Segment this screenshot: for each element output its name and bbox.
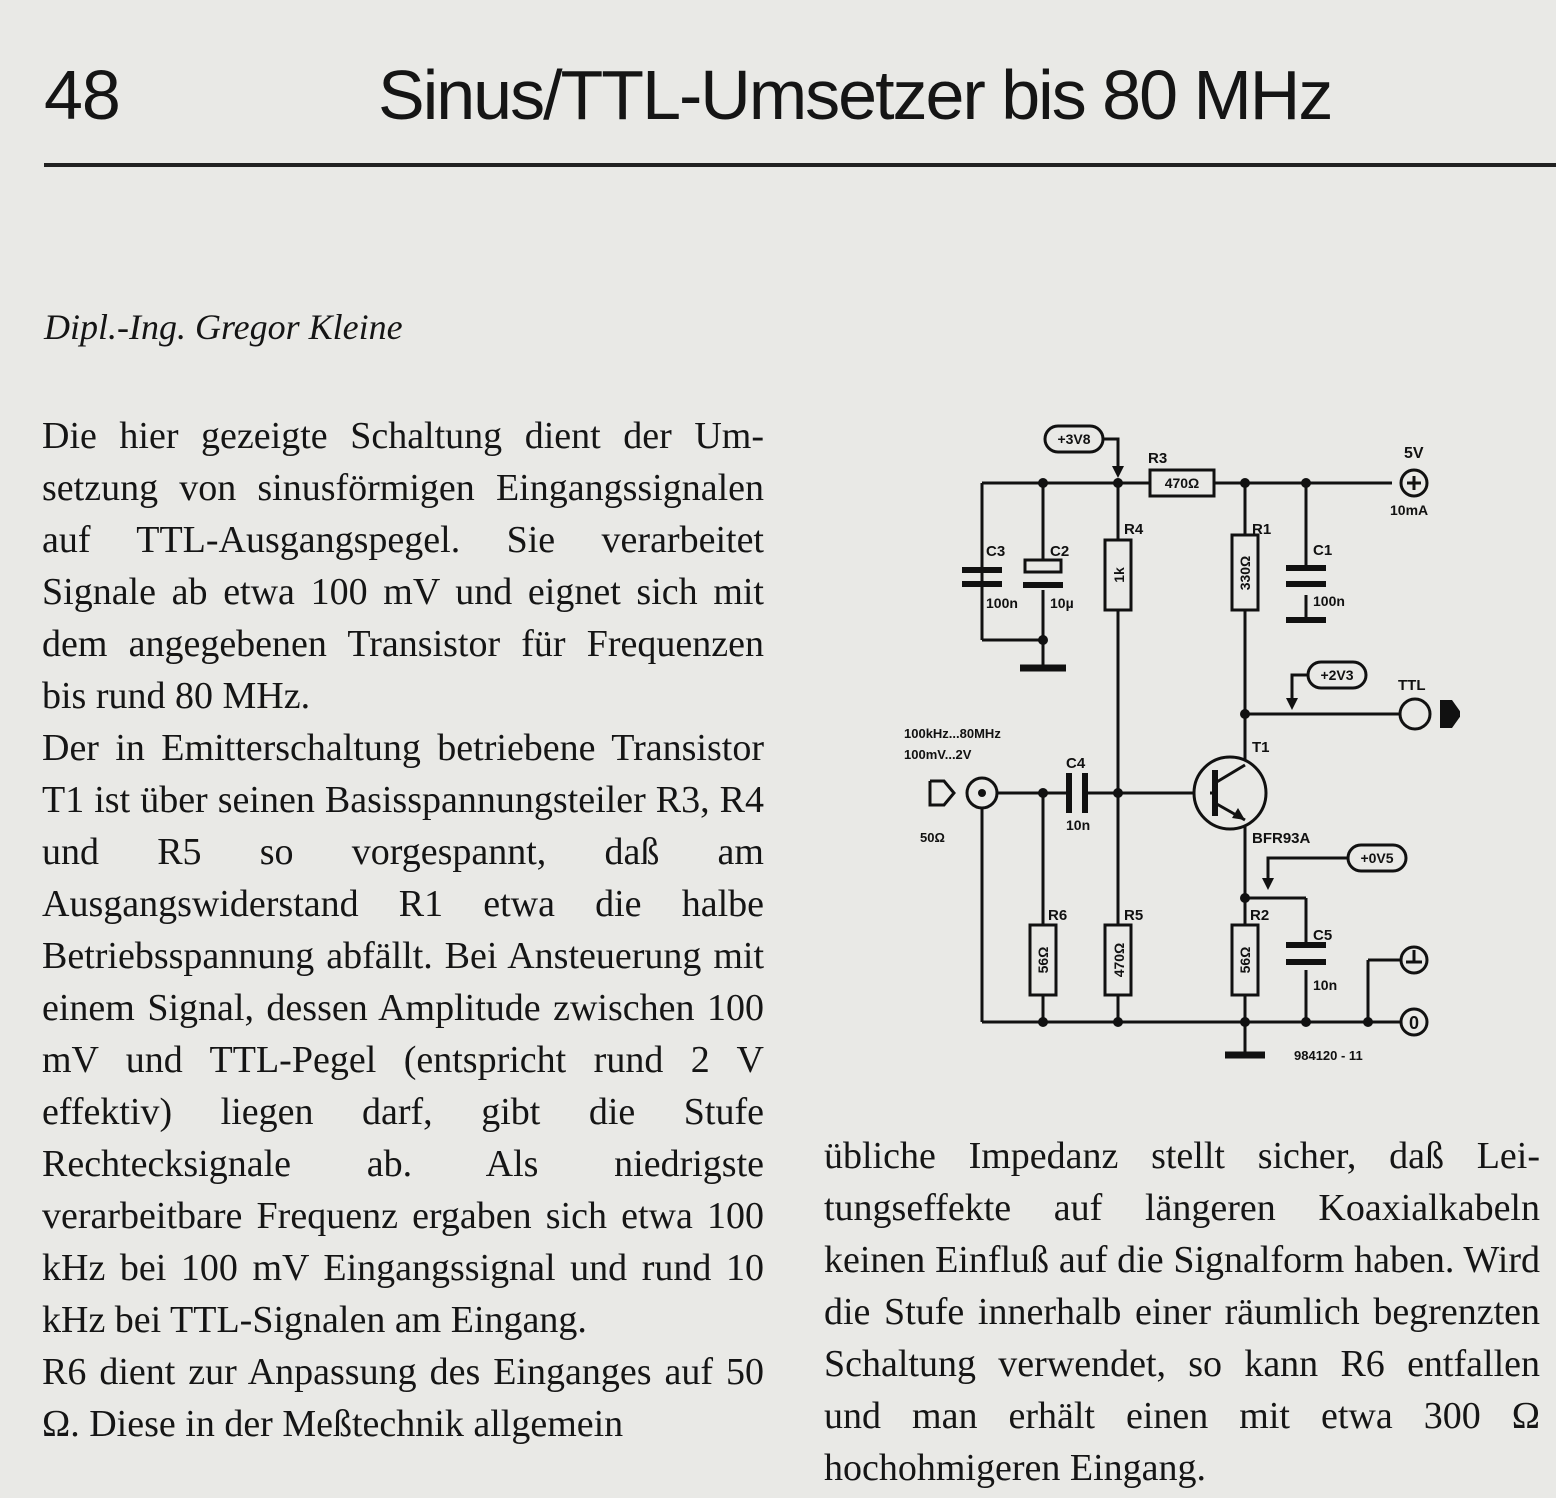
- ground-terminal: 0: [1399, 1007, 1429, 1037]
- capacitor-c4: [1066, 773, 1088, 813]
- body-column-left: Die hier gezeigte Schaltung dient der Um…: [42, 410, 764, 1450]
- c3-value: 100n: [986, 595, 1018, 611]
- resistor-r6: [1028, 923, 1058, 997]
- c1-value: 100n: [1313, 593, 1345, 609]
- t1-label: T1: [1252, 739, 1270, 756]
- page-number: 48: [44, 56, 121, 134]
- tp-2v3-label: +2V3: [1320, 667, 1353, 683]
- r6-value: 56Ω: [1035, 947, 1051, 974]
- header-rule: [44, 163, 1556, 167]
- testpoint-2v3: [1286, 660, 1368, 710]
- earth-terminal: [1399, 945, 1429, 975]
- input-impedance: 50Ω: [920, 830, 945, 845]
- junction-dots: [1038, 478, 1373, 1027]
- capacitor-c1: [1286, 565, 1326, 587]
- c5-value: 10n: [1313, 977, 1337, 993]
- resistor-r3: [1148, 468, 1216, 498]
- tp-3v8-label: +3V8: [1057, 431, 1090, 447]
- capacitor-c2: [1023, 558, 1063, 588]
- paragraph: Die hier gezeigte Schaltung dient der Um…: [42, 415, 764, 717]
- t1-type: BFR93A: [1252, 830, 1311, 847]
- supply-voltage: 5V: [1404, 445, 1424, 462]
- resistor-r1: [1230, 533, 1260, 612]
- c2-label: C2: [1050, 543, 1069, 560]
- c4-label: C4: [1066, 755, 1086, 772]
- body-column-right: übliche Impedanz stellt sicher, daß Lei­…: [824, 1130, 1540, 1494]
- r1-label: R1: [1252, 521, 1271, 538]
- resistor-r2: [1230, 923, 1260, 997]
- r5-value: 470Ω: [1111, 943, 1127, 978]
- c2-value: 10µ: [1050, 595, 1074, 611]
- paragraph: R6 dient zur Anpassung des Einganges auf…: [42, 1351, 764, 1445]
- capacitor-c5: [1286, 942, 1326, 965]
- input-connector: [928, 776, 999, 810]
- r4-label: R4: [1124, 521, 1144, 538]
- output-label: TTL: [1398, 677, 1426, 694]
- r5-label: R5: [1124, 907, 1143, 924]
- ttl-output-terminal: [1398, 697, 1460, 731]
- page-title: Sinus/TTL-Umsetzer bis 80 MHz: [378, 56, 1333, 134]
- svg-text:0: 0: [1409, 1013, 1419, 1033]
- r2-label: R2: [1250, 907, 1269, 924]
- figure-number: 984120 - 11: [1294, 1048, 1363, 1063]
- paragraph: übliche Impedanz stellt sicher, daß Lei­…: [824, 1135, 1540, 1489]
- input-level: 100mV...2V: [904, 747, 972, 762]
- tp-0v5-label: +0V5: [1360, 850, 1393, 866]
- r6-label: R6: [1048, 907, 1067, 924]
- transistor-t1: [1192, 755, 1268, 831]
- testpoint-0v5: [1262, 843, 1408, 890]
- r3-label: R3: [1148, 450, 1167, 467]
- author: Dipl.-Ing. Gregor Kleine: [44, 307, 403, 347]
- resistor-r5: [1103, 923, 1133, 997]
- c5-label: C5: [1313, 927, 1332, 944]
- r2-value: 56Ω: [1237, 947, 1253, 974]
- schematic-wires: [980, 481, 1400, 1059]
- input-frequency: 100kHz...80MHz: [904, 726, 1001, 741]
- r1-value: 330Ω: [1237, 556, 1253, 591]
- c4-value: 10n: [1066, 817, 1090, 833]
- resistor-r4: [1103, 538, 1133, 612]
- supply-current: 10mA: [1390, 502, 1428, 518]
- paragraph: Der in Emitterschaltung betriebene Tran­…: [42, 727, 764, 1341]
- r3-value: 470Ω: [1165, 475, 1200, 491]
- c1-label: C1: [1313, 542, 1332, 559]
- circuit-schematic: 0 +3V8 +: [900, 420, 1460, 1080]
- supply-terminal: [1399, 468, 1429, 498]
- c3-label: C3: [986, 543, 1005, 560]
- testpoint-3v8: [1043, 424, 1124, 478]
- r4-value: 1k: [1111, 567, 1127, 583]
